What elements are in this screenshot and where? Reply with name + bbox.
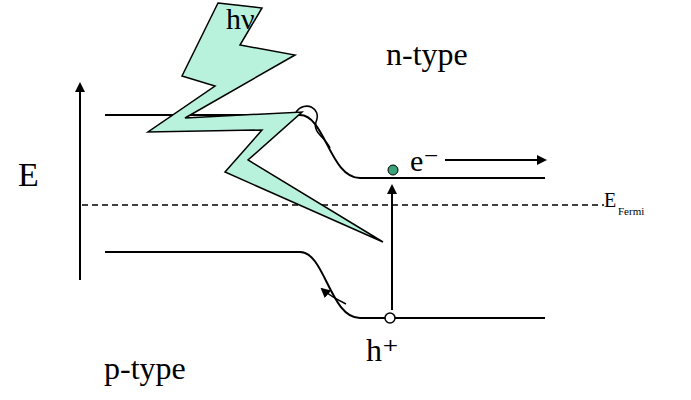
- hole-dot: [385, 313, 395, 323]
- excitation-arrow: [391, 186, 393, 310]
- level-label: E: [604, 190, 616, 210]
- region-label: n-type: [386, 38, 468, 70]
- valence-band: [105, 252, 545, 318]
- photon-label: hν: [226, 4, 255, 34]
- region-label: p-type: [104, 352, 186, 384]
- carrier-label: e⁻: [410, 146, 439, 176]
- lightning-bolt: [148, 3, 383, 242]
- fermi-level: [82, 204, 604, 206]
- electron-drift-arrow: [445, 159, 545, 161]
- electron-dot: [388, 165, 398, 175]
- hole-drift-arrow: [322, 289, 346, 304]
- energy-axis: [79, 84, 81, 280]
- level-subscript: Fermi: [618, 206, 644, 217]
- carrier-label: h⁺: [366, 334, 399, 366]
- electron-path: [296, 106, 330, 148]
- axis-label: E: [18, 158, 39, 192]
